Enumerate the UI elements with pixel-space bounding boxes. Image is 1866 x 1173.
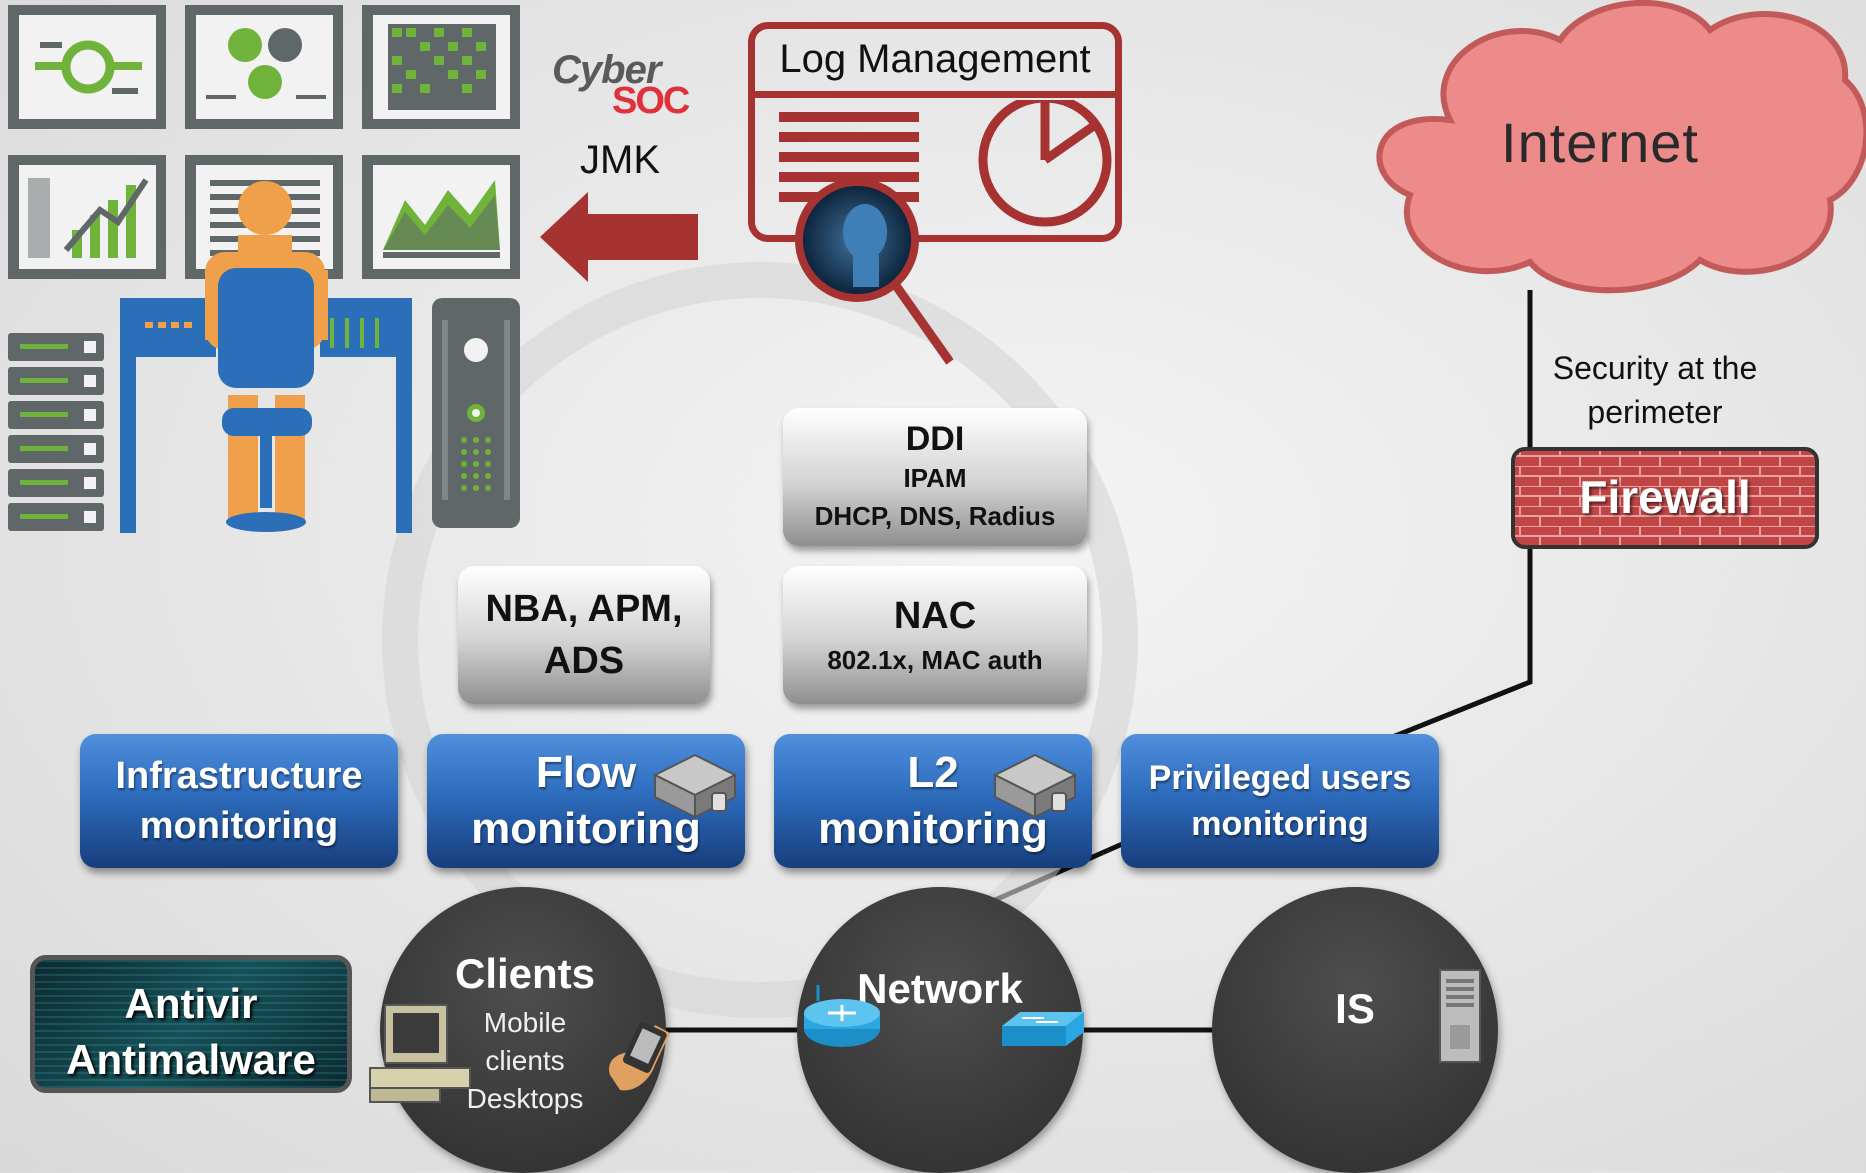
cybersoc-logo: Cyber SOC bbox=[548, 48, 698, 126]
ddi-title: DDI bbox=[905, 420, 965, 458]
server-tower-icon bbox=[1439, 969, 1481, 1063]
clients-sub1: Mobile bbox=[483, 1007, 567, 1038]
antivir-line2: Antimalware bbox=[66, 1036, 316, 1083]
operator-person-icon bbox=[120, 181, 412, 533]
clients-sub: Mobile clients Desktops bbox=[440, 1004, 610, 1118]
infra-line2: monitoring bbox=[139, 805, 339, 847]
jmk-label: JMK bbox=[580, 138, 660, 182]
clients-sub2: clients bbox=[485, 1045, 565, 1076]
infrastructure-monitoring-box: Infrastructure monitoring bbox=[80, 734, 398, 868]
desktop-computer-icon bbox=[369, 1004, 471, 1103]
antivir-text: Antivir Antimalware bbox=[35, 976, 347, 1088]
ddi-line2: DHCP, DNS, Radius bbox=[814, 501, 1056, 531]
infra-line1: Infrastructure bbox=[115, 755, 363, 797]
firewall-label: Firewall bbox=[1579, 471, 1751, 523]
log-analysis-icon bbox=[779, 100, 1112, 365]
perimeter-line2: perimeter bbox=[1587, 394, 1723, 430]
l2-line2: monitoring bbox=[818, 804, 1048, 853]
grid-monitor-icon bbox=[362, 5, 520, 129]
server-rack-icon bbox=[8, 333, 104, 531]
log-management-panel: Log Management bbox=[748, 22, 1122, 242]
perimeter-line1: Security at the bbox=[1552, 350, 1758, 386]
growth-chart-monitor-icon bbox=[8, 155, 166, 279]
antivir-line1: Antivir bbox=[124, 980, 258, 1027]
is-title: IS bbox=[1335, 985, 1375, 1032]
flow-line2: monitoring bbox=[471, 804, 701, 853]
clients-title: Clients bbox=[454, 950, 596, 997]
cybersoc-logo-bottom: SOC bbox=[612, 80, 690, 122]
perimeter-label: Security at the perimeter bbox=[1530, 346, 1780, 434]
clients-sub3: Desktops bbox=[466, 1083, 584, 1114]
nba-box: NBA, APM, ADS bbox=[458, 566, 710, 704]
l2-line1: L2 bbox=[907, 748, 959, 797]
nac-line1: 802.1x, MAC auth bbox=[827, 645, 1043, 675]
internet-label: Internet bbox=[1501, 111, 1699, 174]
log-management-divider bbox=[755, 91, 1115, 98]
left-arrow-icon bbox=[540, 192, 698, 282]
switch-icon bbox=[1002, 1012, 1084, 1046]
privileged-users-monitoring-box: Privileged users monitoring bbox=[1121, 734, 1439, 868]
flow-probe-appliance-icon bbox=[652, 753, 738, 819]
nac-title: NAC bbox=[893, 595, 977, 637]
cybersoc-logo-top: Cyber bbox=[552, 48, 661, 92]
tower-server-icon bbox=[432, 298, 520, 528]
internet-cloud-icon bbox=[1376, 0, 1866, 294]
ddi-line1: IPAM bbox=[903, 463, 967, 493]
flow-line1: Flow bbox=[535, 748, 637, 797]
watermark-ring bbox=[382, 262, 1138, 1018]
soc-workstation-illustration bbox=[8, 5, 520, 533]
mobile-hand-icon bbox=[609, 1022, 670, 1091]
log-management-title: Log Management bbox=[779, 37, 1091, 81]
nba-line2: ADS bbox=[543, 640, 625, 682]
network-title: Network bbox=[857, 965, 1023, 1012]
firewall-icon bbox=[1511, 447, 1819, 549]
priv-line2: monitoring bbox=[1191, 805, 1369, 843]
dashboard-monitor-icon bbox=[8, 5, 166, 129]
priv-line1: Privileged users bbox=[1148, 759, 1412, 797]
mountain-chart-monitor-icon bbox=[362, 155, 520, 279]
l2-probe-appliance-icon bbox=[992, 753, 1078, 819]
antivir-code-texture bbox=[35, 960, 347, 1088]
nac-box: NAC 802.1x, MAC auth bbox=[783, 566, 1087, 704]
pie-monitor-icon bbox=[185, 5, 343, 129]
nba-line1: NBA, APM, bbox=[485, 588, 683, 630]
antivir-antimalware-box: Antivir Antimalware bbox=[30, 955, 352, 1093]
router-icon bbox=[804, 985, 880, 1047]
ddi-box: DDI IPAM DHCP, DNS, Radius bbox=[783, 408, 1087, 546]
